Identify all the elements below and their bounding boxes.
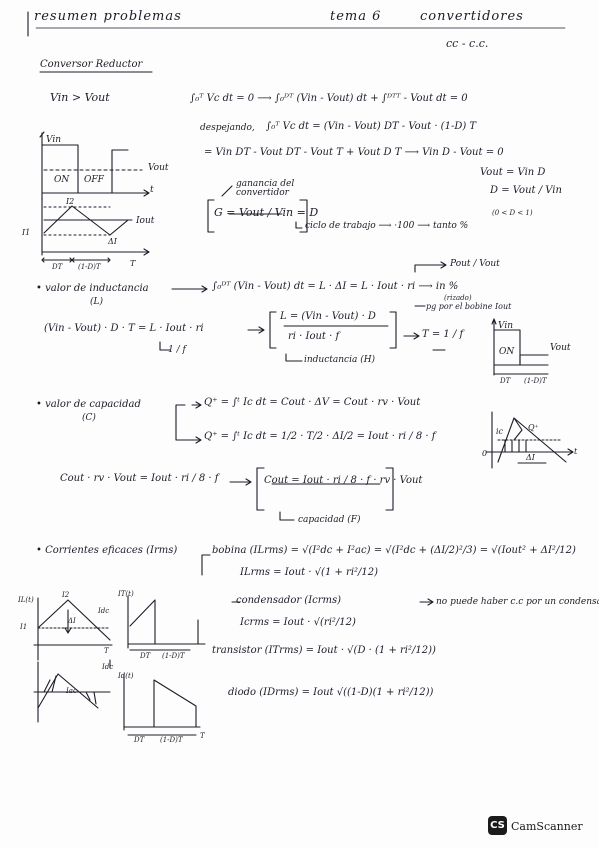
ganancia-label: ganancia del convertidor <box>236 179 295 198</box>
switch-voltage-graph <box>39 131 150 201</box>
graph2-i1: I1 <box>22 228 31 237</box>
rms-graph-iac: Iac <box>66 687 77 695</box>
rms-graph-it: IT(t) <box>118 590 134 598</box>
reductor-integral-2: ∫₀ᵀ Vc dt = (Vin - Vout) DT - Vout · (1-… <box>266 121 477 132</box>
condensador-note: no puede haber c.c por un condensa <box>436 597 599 607</box>
ind-graph-dt: DT <box>500 377 511 385</box>
capacidad-eq3: Cout · rv · Vout = Iout · ri / 8 · f <box>60 473 219 484</box>
t-equation: T = 1 / f <box>422 329 464 340</box>
ind-graph-vin: Vin <box>498 321 514 331</box>
subtitle: cc - c.c. <box>446 37 489 50</box>
pout-label: Pout / Vout <box>450 259 500 269</box>
graph1-vout: Vout <box>148 163 169 173</box>
one-over-f: 1 / f <box>168 345 186 355</box>
graph1-vin: Vin <box>46 135 62 145</box>
gain-bracket <box>207 199 215 233</box>
title-right: convertidores <box>420 9 524 24</box>
inductance-voltage-graph <box>491 318 549 376</box>
rizado-label: (rizado) <box>444 294 472 302</box>
d-condition: (0 < D < 1) <box>492 209 533 217</box>
graph2-dt: DT <box>52 263 63 271</box>
graph2-odt: (1-D)T <box>78 263 101 271</box>
transistor-eq: transistor (ITrms) = Iout · √(D · (1 + r… <box>212 645 436 656</box>
rms-graph-id: Id(t) <box>118 672 134 680</box>
capacidad-symbol: (C) <box>82 413 96 423</box>
despejando-label: despejando, <box>200 123 255 133</box>
title-left: resumen problemas <box>34 9 182 24</box>
rms-graph-dt: DT <box>140 652 151 660</box>
rms-graph-t1: T <box>104 647 109 655</box>
rms-graph-odt-2: (1-D)T <box>160 736 183 744</box>
camscanner-logo: CS <box>488 816 507 835</box>
inductancia-title: • valor de inductancia <box>36 283 149 294</box>
capacidad-bracket <box>175 404 186 441</box>
rms-graph-odt: (1-D)T <box>162 652 185 660</box>
rms-graph-di: ΔI <box>68 617 76 625</box>
rms-graph-t: T <box>200 732 205 740</box>
bobina-eq2: ILrms = Iout · √(1 + ri²/12) <box>240 567 379 578</box>
cap-graph-q: Q⁺ <box>528 423 539 432</box>
inductancia-symbol: (L) <box>90 297 103 307</box>
cap-graph-ic: ic <box>496 427 504 436</box>
pg-note: pg por el bobine Iout <box>426 302 512 311</box>
rms-graph-i2: I2 <box>62 591 70 599</box>
inductance-box-den: ri · Iout · f <box>288 331 340 342</box>
gain-equation: G = Vout / Vin = D <box>214 206 319 219</box>
capacitor-current-graph <box>485 411 574 469</box>
graph2-i2: I2 <box>66 197 75 206</box>
graph2-di: ΔI <box>108 237 117 246</box>
graph1-t: t <box>150 185 154 195</box>
inductancia-eq2: (Vin - Vout) · D · T = L · Iout · ri <box>44 323 204 334</box>
ind-graph-odt: (1-D)T <box>524 377 547 385</box>
inductancia-eq1: ∫₀ᴰᵀ (Vin - Vout) dt = L · ΔI = L · Iout… <box>212 281 459 292</box>
reductor-condition: Vin > Vout <box>50 91 110 104</box>
reductor-line-3: = Vin DT - Vout DT - Vout T + Vout D T ⟶… <box>204 147 504 158</box>
rms-current-graphs <box>33 595 206 736</box>
reductor-integral-1: ∫₀ᵀ Vc dt = 0 ⟶ ∫₀ᴰᵀ (Vin - Vout) dt + ∫… <box>190 93 468 104</box>
cap-graph-di: ΔI <box>526 453 535 462</box>
rms-graph-idc-2: Idc <box>102 663 114 671</box>
ind-graph-on: ON <box>499 347 515 357</box>
cout-box: Cout = Iout · ri / 8 · f · rv · Vout <box>264 475 423 486</box>
eficaces-brace <box>201 554 211 576</box>
inductance-box-num: L = (Vin - Vout) · D <box>280 311 376 322</box>
capacidad-f-label: capacidad (F) <box>298 515 361 525</box>
ciclo-label: ciclo de trabajo ⟶ ·100 ⟶ tanto % <box>305 221 469 231</box>
condensador-eq2: Icrms = Iout · √(ri²/12) <box>240 617 356 628</box>
cap-graph-zero: 0 <box>482 449 488 458</box>
condensador-label: condensador (Icrms) <box>236 595 342 606</box>
capacitance-box <box>256 467 265 511</box>
reductor-title: Conversor Reductor <box>40 59 143 70</box>
inductance-box <box>269 311 277 349</box>
graph1-off: OFF <box>84 175 104 185</box>
graph2-T: T <box>130 259 136 268</box>
diodo-eq: diodo (IDrms) = Iout √((1-D)(1 + ri²/12)… <box>228 687 434 698</box>
graph1-on: ON <box>54 175 70 185</box>
bobina-eq: bobina (ILrms) = √(I²dc + I²ac) = √(I²dc… <box>212 545 576 556</box>
inductor-current-graph <box>41 197 150 263</box>
rms-graph-idc: Idc <box>98 607 110 615</box>
rms-graph-i1: I1 <box>20 623 28 631</box>
rms-graph-il: IL(t) <box>18 596 34 604</box>
d-equation: D = Vout / Vin <box>490 185 562 196</box>
ind-graph-vout: Vout <box>550 343 571 353</box>
capacidad-title: • valor de capacidad <box>36 399 141 410</box>
rms-graph-dt-2: DT <box>134 736 145 744</box>
q-eq2: Q⁺ = ∫ᵗ Ic dt = 1/2 · T/2 · ΔI/2 = Iout … <box>204 431 436 442</box>
vout-equation: Vout = Vin D <box>480 167 546 178</box>
q-eq1: Q⁺ = ∫ᵗ Ic dt = Cout · ΔV = Cout · rv · … <box>204 397 421 408</box>
eficaces-title: • Corrientes eficaces (Irms) <box>36 545 178 556</box>
graph2-iout: Iout <box>136 216 155 226</box>
cap-graph-t: t <box>574 447 578 456</box>
inductancia-h-label: inductancia (H) <box>304 355 376 365</box>
title-mid: tema 6 <box>330 9 382 24</box>
camscanner-text: CamScanner <box>511 820 583 833</box>
